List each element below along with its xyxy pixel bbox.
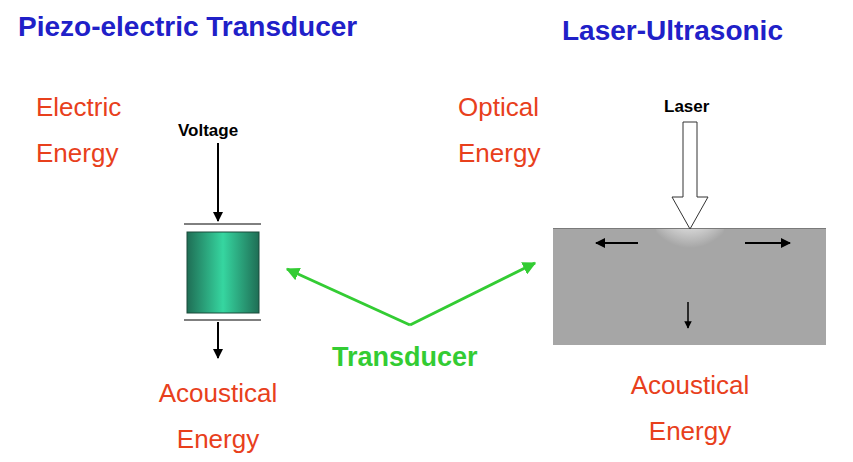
piezo-element — [187, 232, 259, 313]
wave-arrow — [596, 242, 638, 244]
signal-label: Voltage — [178, 120, 238, 142]
electrode-line — [184, 320, 261, 321]
energy-label: Optical Energy — [458, 84, 570, 176]
energy-label: Acoustical Energy — [138, 370, 298, 462]
pointer-arrow — [410, 263, 535, 325]
energy-label: Acoustical Energy — [610, 362, 770, 454]
wave-arrow — [687, 302, 689, 328]
wave-arrow — [745, 242, 790, 244]
acoustic-arrow — [217, 322, 219, 358]
column-heading: Laser-Ultrasonic — [562, 14, 783, 48]
energy-label: Electric Energy — [36, 84, 156, 176]
pointer-label: Transducer — [332, 340, 478, 374]
pointer-arrow — [287, 269, 410, 325]
column-heading: Piezo-electric Transducer — [18, 10, 357, 44]
electrode-line — [184, 224, 261, 225]
laser-beam — [672, 122, 708, 229]
signal-label: Laser — [664, 96, 709, 118]
voltage-arrow — [217, 143, 219, 221]
heated-zone — [656, 228, 724, 268]
